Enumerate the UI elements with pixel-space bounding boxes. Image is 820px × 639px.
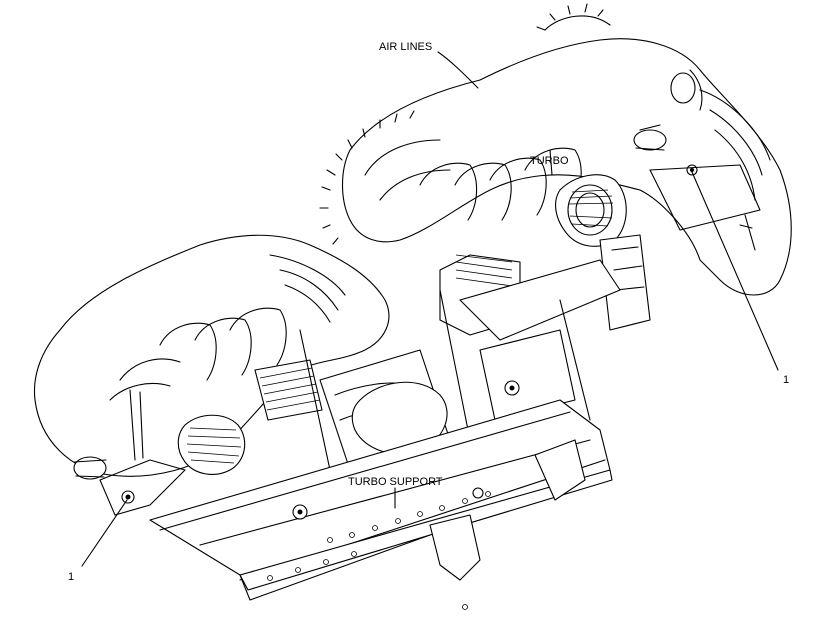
label-turbo: TURBO [530, 155, 569, 167]
front-turbo [177, 359, 323, 475]
callout-number-right: 1 [783, 374, 789, 386]
label-air-lines: AIR LINES [379, 41, 432, 53]
turbo-support-frame [299, 254, 621, 471]
front-air-lines [33, 234, 390, 516]
rear-turbo [555, 174, 651, 331]
leader-lines [81, 51, 779, 567]
label-turbo-support: TURBO SUPPORT [348, 476, 443, 488]
callout-number-left: 1 [68, 571, 74, 583]
engine-block [149, 399, 613, 610]
rear-air-lines [319, 3, 792, 296]
